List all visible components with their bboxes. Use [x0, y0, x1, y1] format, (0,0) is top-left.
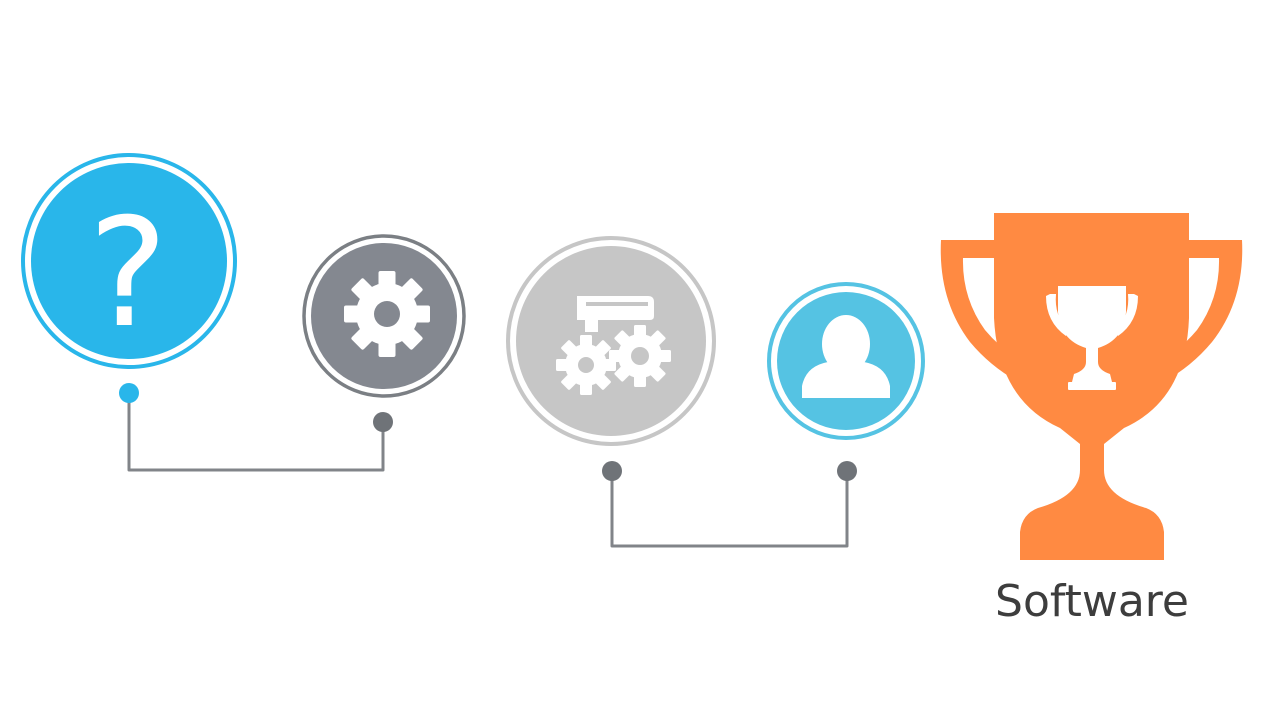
connector-2 [602, 461, 857, 548]
gear-icon [344, 271, 430, 357]
connector-1-end-dot [373, 412, 393, 432]
step-2-settings [302, 234, 466, 398]
step-4-user [767, 282, 925, 440]
small-trophy-icon [1046, 286, 1138, 390]
step-3-tools [506, 236, 716, 446]
connector-1 [119, 383, 393, 472]
connector-2-end-dot [837, 461, 857, 481]
connector-1-start-dot [119, 383, 139, 403]
step-5-trophy: Software [940, 213, 1243, 627]
question-mark-icon: ? [88, 187, 168, 361]
final-step-label: Software [995, 576, 1189, 627]
connector-2-start-dot [602, 461, 622, 481]
gears-tools-icon [556, 296, 671, 395]
user-icon [802, 315, 890, 398]
step-1-question: ? [21, 153, 237, 369]
